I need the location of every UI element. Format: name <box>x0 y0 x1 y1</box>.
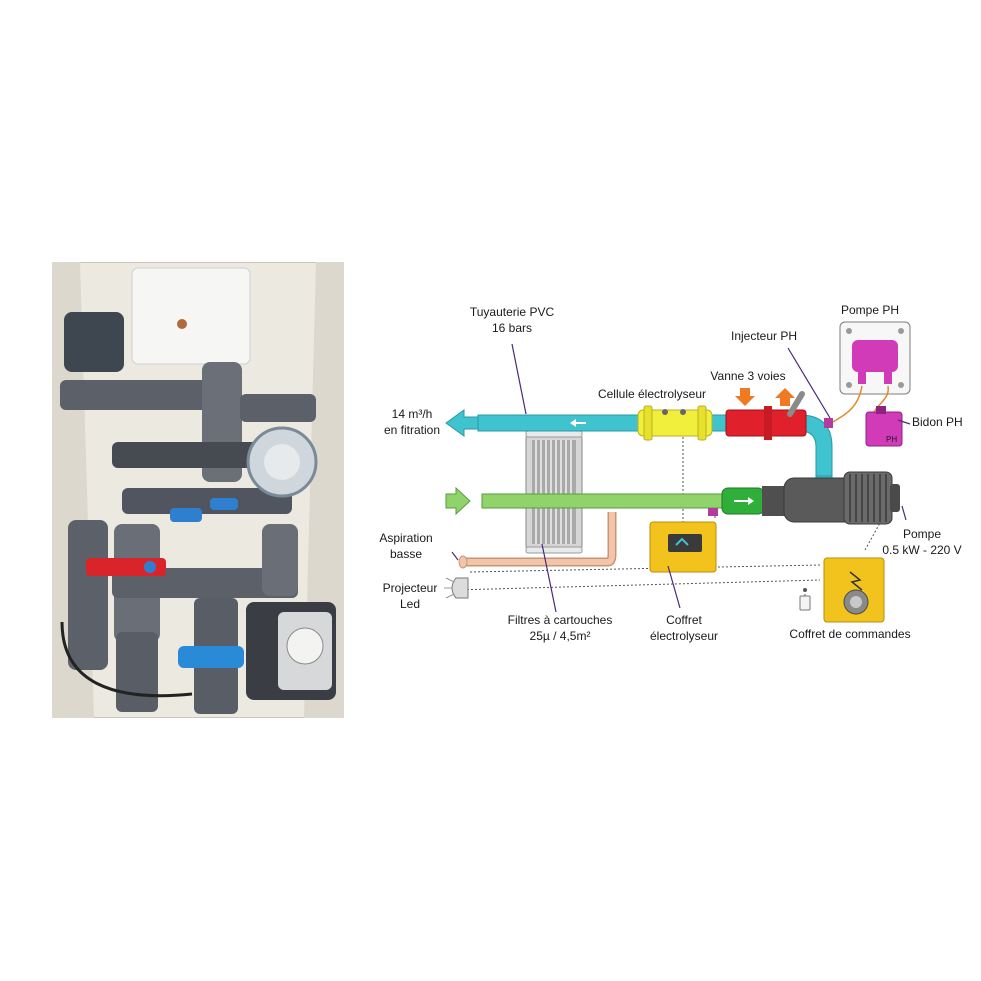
label-projecteur-line2: Led <box>400 597 420 611</box>
label-coffret-commandes: Coffret de commandes <box>789 627 910 641</box>
suction-flow-arrow <box>445 486 471 516</box>
label-aspiration-line2: basse <box>390 547 422 561</box>
photo-pump-motor <box>64 312 124 372</box>
label-aspiration-line1: Aspiration <box>379 531 432 545</box>
technical-unit-photo <box>52 262 344 718</box>
filtration-diagram: PH <box>379 303 962 643</box>
command-box <box>799 557 885 623</box>
ph-tank-label: PH <box>886 435 897 444</box>
low-suction-pipe <box>458 512 617 569</box>
label-coffret-elec-line2: électrolyseur <box>650 629 718 643</box>
main-pump <box>762 471 900 525</box>
label-bidon-ph: Bidon PH <box>912 415 963 429</box>
leader-lines <box>451 343 911 613</box>
label-cellule: Cellule électrolyseur <box>598 387 706 401</box>
ph-injector <box>824 418 833 428</box>
suction-pipe-arrow-mark <box>734 497 754 505</box>
photo-red-valve-handle <box>86 558 166 576</box>
label-vanne: Vanne 3 voies <box>710 369 785 383</box>
label-debit-line2: en fitration <box>384 423 440 437</box>
label-coffret-elec-line1: Coffret <box>666 613 702 627</box>
led-projector <box>444 577 469 599</box>
label-projecteur-line1: Projecteur <box>383 581 438 595</box>
label-pompe-ph: Pompe PH <box>841 303 899 317</box>
label-pompe-line2: 0.5 kW - 220 V <box>882 543 961 557</box>
label-debit-line1: 14 m³/h <box>392 407 433 421</box>
label-filtres-line1: Filtres à cartouches <box>508 613 613 627</box>
label-filtres-line2: 25µ / 4,5m² <box>530 629 591 643</box>
ph-pump <box>832 321 911 423</box>
photo-skimmer <box>131 267 251 365</box>
photo-blue-valve-handle <box>178 646 244 668</box>
labels: Tuyauterie PVC 16 bars Pompe PH Injecteu… <box>379 303 962 643</box>
photo-pipe-top <box>60 380 210 410</box>
valve-out-arrow <box>775 388 795 406</box>
electrolysis-cell <box>637 405 713 441</box>
cartridge-filter <box>525 430 583 554</box>
ph-tank: PH <box>865 406 903 447</box>
three-way-valve <box>725 388 807 440</box>
valve-in-arrow <box>735 388 755 406</box>
electrolyser-box <box>649 508 718 573</box>
return-flow-arrow <box>445 409 479 437</box>
suction-pipe <box>445 486 765 516</box>
return-pipe-arrow-mark <box>570 419 586 427</box>
label-injecteur-ph: Injecteur PH <box>731 329 797 343</box>
label-tuyauterie-line1: Tuyauterie PVC <box>470 305 555 319</box>
label-tuyauterie-line2: 16 bars <box>492 321 532 335</box>
label-pompe-line1: Pompe <box>903 527 941 541</box>
